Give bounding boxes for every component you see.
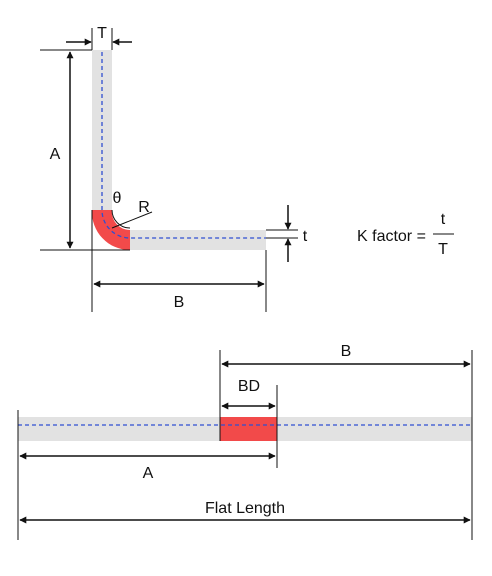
bend-radius-line	[111, 211, 153, 229]
horizontal-flange	[130, 230, 266, 250]
thickness-label: T	[97, 25, 107, 42]
a-label: A	[50, 146, 61, 163]
flat-bend-deduction-zone	[220, 417, 277, 441]
b-label: B	[174, 294, 185, 311]
k-factor-numerator: t	[441, 211, 446, 228]
bend-zone	[91, 210, 130, 251]
flat-length-label: Flat Length	[205, 500, 285, 517]
theta-label: θ	[113, 190, 122, 207]
t-label: t	[303, 228, 308, 245]
radius-label: R	[138, 199, 150, 216]
flat-a-label: A	[143, 465, 154, 482]
bend-angle-arc	[111, 209, 131, 229]
flat-b-label: B	[341, 343, 352, 360]
bent-part: θ R T A t B	[40, 25, 308, 312]
neutral-axis	[101, 52, 266, 239]
k-factor-formula: K factor = t T	[357, 211, 454, 258]
k-factor-prefix: K factor =	[357, 228, 426, 245]
flat-bd-label: BD	[238, 378, 260, 395]
k-factor-denominator: T	[438, 241, 448, 258]
flat-pattern: B BD A Flat Length	[17, 343, 473, 540]
